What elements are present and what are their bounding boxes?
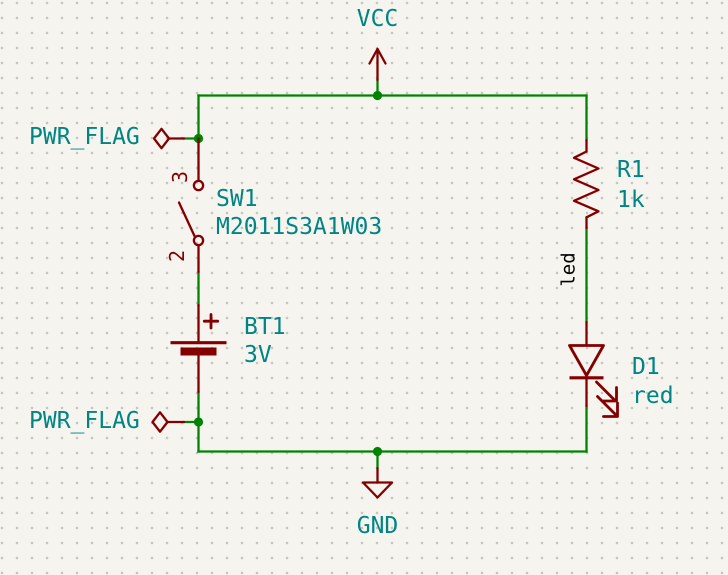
led-value[interactable]: red — [632, 383, 674, 409]
junction-dot-vcc[interactable] — [372, 90, 383, 101]
pwr-flag-top-label[interactable]: PWR_FLAG — [29, 124, 140, 150]
battery-plus-mark — [202, 313, 220, 330]
led-arrow-1 — [595, 380, 618, 403]
switch-contact-top — [192, 179, 205, 192]
gnd-net-label[interactable]: GND — [356, 513, 399, 539]
pwr-flag-diamond — [152, 127, 171, 150]
switch-lever — [177, 201, 196, 238]
switch-pin-number-2: 2 — [164, 249, 189, 263]
vcc-net-label[interactable]: VCC — [356, 6, 399, 32]
pwr-flag-symbol-bottom[interactable] — [151, 411, 186, 433]
led-triangle — [568, 344, 605, 377]
wire-net[interactable] — [182, 78, 588, 470]
pwr-flag-symbol-top[interactable] — [152, 127, 186, 150]
battery-symbol[interactable] — [170, 303, 227, 394]
switch-contact-bottom — [192, 234, 205, 247]
resistor-value[interactable]: 1k — [617, 187, 645, 213]
gnd-triangle — [361, 481, 394, 499]
battery-value[interactable]: 3V — [244, 342, 272, 368]
pwr-flag-diamond — [151, 411, 169, 433]
resistor-symbol[interactable] — [572, 138, 600, 230]
switch-value[interactable]: M2011S3A1W03 — [216, 214, 383, 240]
vcc-arrow-head — [368, 47, 387, 65]
junction-dot-pwrflag-bottom[interactable] — [193, 417, 204, 427]
led-arrow-2 — [596, 395, 619, 418]
resistor-zigzag-body — [572, 150, 600, 219]
led-net-label[interactable]: led — [557, 252, 580, 287]
resistor-reference[interactable]: R1 — [617, 157, 645, 183]
led-emission-arrows — [595, 380, 619, 418]
switch-symbol[interactable] — [177, 137, 205, 274]
led-symbol[interactable] — [568, 320, 619, 418]
pwr-flag-bottom-label[interactable]: PWR_FLAG — [29, 408, 140, 434]
battery-reference[interactable]: BT1 — [244, 314, 286, 340]
vcc-power-symbol[interactable] — [368, 47, 387, 82]
led-reference[interactable]: D1 — [632, 354, 660, 380]
switch-pin-number-3: 3 — [167, 170, 192, 184]
junction-dot-gnd[interactable] — [372, 446, 383, 457]
switch-reference[interactable]: SW1 — [216, 186, 258, 212]
gnd-power-symbol[interactable] — [361, 466, 394, 499]
